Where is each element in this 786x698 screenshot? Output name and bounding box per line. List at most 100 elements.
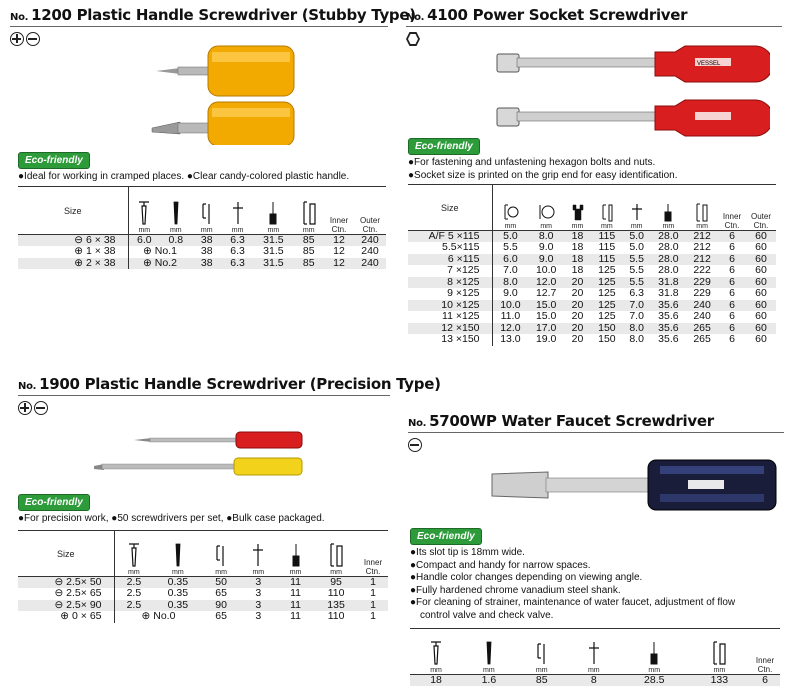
table-cell: 133 — [688, 674, 750, 686]
table-cell: 125 — [598, 287, 616, 300]
table-cell: 20 — [571, 287, 584, 300]
size-cell: ⊖ 2.5× 90 — [18, 599, 114, 611]
table-cell: 135 — [314, 599, 358, 611]
col-header-inner: Inner Ctn. — [363, 558, 383, 576]
type-icons-1900 — [18, 401, 390, 415]
table-cell: 28.0 — [650, 230, 687, 242]
table-cell: 60 — [755, 287, 767, 300]
table-cell: 265 — [693, 333, 711, 346]
table-cell: 6 — [718, 299, 746, 311]
table-cell: 115 — [591, 230, 623, 242]
table-cell: 85 — [293, 234, 324, 246]
table-cell: 3 — [255, 610, 262, 623]
slotted-icon — [408, 438, 422, 452]
table-cell: 6.3 — [230, 245, 245, 258]
table-cell: 85 — [302, 245, 315, 258]
table-cell: 1 — [370, 610, 376, 623]
table-cell: 240 — [686, 299, 718, 311]
table-cell: 20 — [564, 276, 591, 288]
table-cell: 6 — [729, 264, 735, 277]
size-cell: 12 ×150 — [408, 322, 492, 334]
table-cell: 60 — [746, 230, 776, 242]
table-cell: 90 — [202, 599, 240, 611]
desc-line: ●Ideal for working in cramped places. ●C… — [18, 171, 350, 182]
desc-line: ●For cleaning of strainer, maintenance o… — [410, 597, 736, 608]
table-cell: 6 — [729, 287, 735, 300]
hex-socket-icon — [406, 32, 420, 46]
table-cell: 31.5 — [253, 257, 294, 269]
table-cell: 110 — [327, 587, 345, 600]
product-image-1200 — [151, 45, 295, 145]
size-cell: 9 ×125 — [447, 287, 480, 300]
table-cell: 17.0 — [528, 322, 565, 334]
table-cell: 115 — [591, 253, 623, 265]
eco-block-4100: Eco-friendly ●For fastening and unfasten… — [408, 136, 784, 182]
table-cell: 7.0 — [629, 310, 644, 323]
table-cell: 240 — [354, 257, 386, 269]
size-cell: A/F 5 ×115 — [408, 230, 492, 242]
col-header-size: Size — [56, 548, 75, 559]
table-cell: 212 — [686, 253, 718, 265]
table-cell: 28.0 — [658, 264, 679, 277]
table-cell: 6 — [729, 310, 735, 323]
table-cell: 125 — [598, 264, 616, 277]
table-cell: 8.0 — [622, 322, 651, 334]
col-header-size: Size — [63, 205, 82, 216]
table-cell: 6 — [750, 674, 780, 686]
table-cell: 28.0 — [658, 241, 679, 254]
eco-block-1900: Eco-friendly ●For precision work, ●50 sc… — [18, 492, 390, 526]
slotted-icon — [34, 401, 48, 415]
table-cell: ⊕ No.1 — [127, 246, 192, 258]
table-cell: 110 — [327, 610, 345, 623]
table-cell: 5.0 — [629, 241, 644, 254]
desc-line: ●Handle color changes depending on viewi… — [410, 572, 643, 583]
eco-badge: Eco-friendly — [18, 494, 90, 511]
col-header-outer: Outer Ctn. — [750, 212, 771, 230]
desc-line: ●Its slot tip is 18mm wide. — [410, 547, 525, 558]
table-cell: 7.0 — [491, 265, 529, 277]
table-cell: 10.0 — [535, 264, 557, 277]
table-cell: 20 — [564, 322, 591, 334]
table-cell: 0.35 — [153, 599, 203, 611]
type-icons-1200 — [10, 32, 388, 46]
table-cell: 125 — [598, 310, 616, 323]
desc-line: control valve and check valve. — [420, 609, 554, 621]
table-cell: 212 — [693, 241, 711, 254]
table-cell: 222 — [693, 264, 711, 277]
table-cell: 150 — [598, 333, 616, 346]
table-cell: 240 — [354, 234, 386, 246]
table-cell: 11 — [276, 576, 315, 588]
table-cell: 265 — [686, 322, 718, 334]
table-cell: 6 — [718, 230, 746, 242]
title-1900: No.1900 Plastic Handle Screwdriver (Prec… — [18, 375, 441, 393]
size-cell: 5.5×115 — [442, 241, 480, 254]
table-cell: 11.0 — [491, 311, 529, 323]
table-cell: 65 — [215, 587, 227, 600]
eco-badge: Eco-friendly — [18, 152, 90, 169]
table-cell: 3 — [239, 599, 277, 611]
table-cell: 3 — [255, 587, 262, 600]
table-cell: 1 — [358, 599, 388, 611]
size-cell: ⊖ 2.5× 50 — [18, 576, 114, 588]
section-1200: No.1200 Plastic Handle Screwdriver (Stub… — [10, 6, 416, 46]
desc-line: ●For precision work, ●50 screwdrivers pe… — [18, 513, 325, 524]
table-cell: 5.0 — [491, 230, 529, 242]
table-cell: 20 — [564, 299, 591, 311]
table-cell: 1.6 — [462, 674, 516, 686]
table-cell: 12.7 — [535, 287, 557, 300]
table-cell: 12 — [324, 234, 354, 246]
table-cell: 1 — [370, 587, 376, 600]
table-cell: 2.5 — [113, 599, 154, 611]
table-cell: 8.0 — [528, 230, 565, 242]
